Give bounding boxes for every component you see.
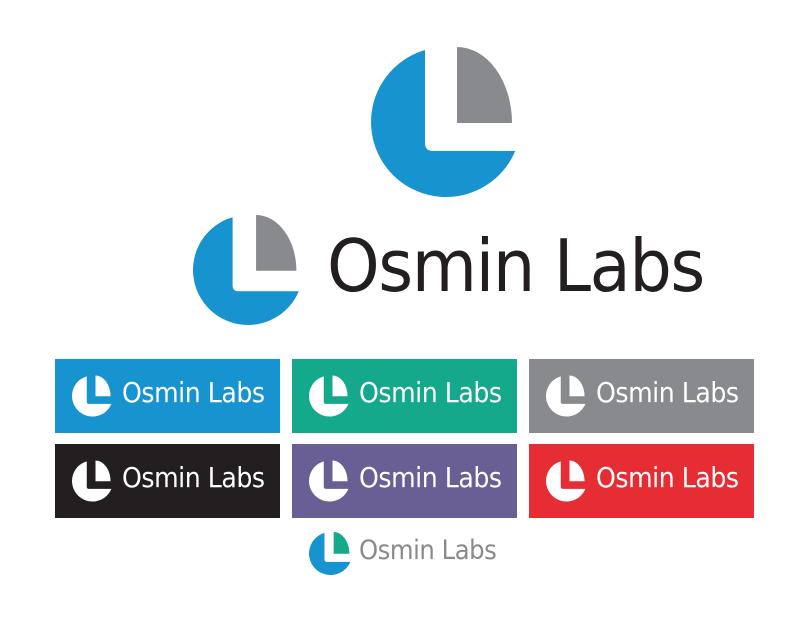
logo-tile-gray: Osmin Labs [529, 359, 754, 433]
tile-wordmark: Osmin Labs [122, 376, 265, 409]
logo-tile-red: Osmin Labs [529, 444, 754, 518]
small-lockup-wordmark: Osmin Labs [359, 535, 497, 566]
logo-tile-teal: Osmin Labs [292, 359, 517, 433]
tile-wordmark: Osmin Labs [359, 461, 502, 494]
primary-logo-mark [371, 47, 521, 197]
osmin-labs-logo-icon [546, 460, 586, 502]
osmin-labs-logo-icon [309, 375, 349, 417]
osmin-labs-logo-icon [546, 375, 586, 417]
tile-wordmark: Osmin Labs [359, 376, 502, 409]
tile-wordmark: Osmin Labs [122, 461, 265, 494]
osmin-labs-logo-icon [193, 215, 299, 325]
osmin-labs-logo-icon [309, 532, 351, 575]
osmin-labs-logo-icon [72, 375, 112, 417]
logo-tile-black: Osmin Labs [55, 444, 280, 518]
osmin-labs-logo-icon [371, 47, 516, 197]
tile-wordmark: Osmin Labs [596, 461, 739, 494]
horizontal-lockup-logo [193, 215, 303, 325]
small-lockup-logo [309, 532, 352, 575]
horizontal-lockup-wordmark: Osmin Labs [327, 224, 705, 308]
tile-wordmark: Osmin Labs [596, 376, 739, 409]
logo-tile-blue: Osmin Labs [55, 359, 280, 433]
logo-tile-purple: Osmin Labs [292, 444, 517, 518]
osmin-labs-logo-icon [72, 460, 112, 502]
osmin-labs-logo-icon [309, 460, 349, 502]
